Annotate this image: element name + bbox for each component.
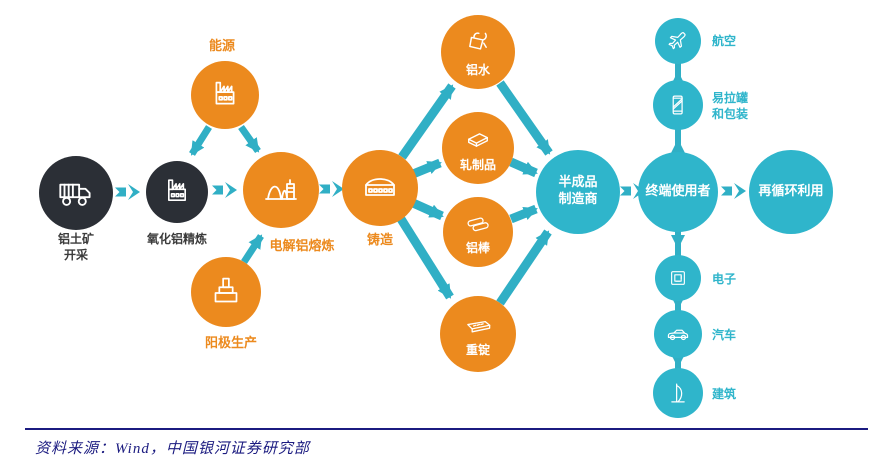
label-line: 开采 bbox=[63, 248, 89, 263]
node-aviation bbox=[655, 18, 701, 64]
sail-building-icon bbox=[671, 383, 685, 403]
node-alumina-refining bbox=[146, 161, 208, 223]
slab-icon bbox=[468, 133, 488, 148]
label-cans-packaging: 易拉罐 和包装 bbox=[712, 90, 748, 122]
foundry-building-icon bbox=[365, 178, 395, 196]
ingot-icon bbox=[467, 321, 491, 333]
label-line: 易拉罐 bbox=[712, 91, 749, 105]
node-recycling: 再循环利用 bbox=[749, 150, 833, 234]
label-aluminum-rods: 铝棒 bbox=[465, 241, 490, 256]
label-rolled-products: 轧制品 bbox=[459, 158, 496, 173]
label-aviation: 航空 bbox=[712, 33, 736, 49]
node-aluminum-rods: 铝棒 bbox=[443, 197, 513, 267]
source-note: 资料来源：Wind，中国银河证券研究部 bbox=[35, 441, 310, 457]
node-ingot: 重锭 bbox=[440, 296, 516, 372]
smelter-icon bbox=[265, 179, 297, 200]
dump-truck-icon bbox=[59, 183, 91, 206]
label-line: 半成品 bbox=[558, 175, 598, 191]
airplane-icon bbox=[668, 32, 686, 50]
label-line: 阳极生产 bbox=[204, 336, 258, 351]
node-end-user: 终端使用者 bbox=[638, 152, 718, 232]
node-automobile bbox=[654, 310, 702, 358]
node-electrolytic-smelting bbox=[243, 152, 319, 228]
label-line: 建筑 bbox=[712, 387, 737, 401]
label-bauxite-mining: 铝土矿 开采 bbox=[58, 231, 94, 263]
pouring-crucible-icon bbox=[469, 32, 487, 50]
label-line: 电解铝熔炼 bbox=[269, 239, 335, 254]
rods-icon bbox=[467, 217, 489, 232]
node-semi-finished-manufacturer: 半成品 制造商 bbox=[536, 150, 620, 234]
node-molten-aluminum: 铝水 bbox=[441, 15, 515, 89]
node-casting bbox=[342, 150, 418, 226]
car-icon bbox=[667, 329, 689, 341]
label-line: 铸造 bbox=[366, 233, 394, 248]
anode-stack-icon bbox=[214, 277, 238, 303]
label-line: 能源 bbox=[208, 39, 236, 54]
node-electronics bbox=[655, 255, 701, 301]
label-semi-finished: 半成品 制造商 bbox=[558, 175, 597, 209]
label-electrolytic-smelting: 电解铝熔炼 bbox=[269, 238, 334, 256]
node-construction bbox=[653, 368, 703, 418]
footer-divider bbox=[25, 428, 868, 430]
label-alumina-refining: 氧化铝精炼 bbox=[147, 231, 207, 247]
label-line: 和包装 bbox=[712, 107, 749, 122]
label-line: 制造商 bbox=[558, 192, 598, 207]
beverage-can-icon bbox=[672, 95, 683, 115]
node-bauxite-mining bbox=[39, 156, 113, 230]
label-casting: 铸造 bbox=[367, 232, 393, 250]
label-ingot: 重锭 bbox=[465, 343, 490, 358]
label-recycling: 再循环利用 bbox=[758, 183, 824, 199]
label-end-user: 终端使用者 bbox=[645, 183, 711, 199]
factory-icon bbox=[168, 179, 186, 201]
label-line: 电子 bbox=[712, 272, 737, 286]
node-rolled-products: 轧制品 bbox=[442, 112, 514, 184]
power-plant-icon bbox=[215, 81, 235, 105]
label-molten-aluminum: 铝水 bbox=[465, 63, 490, 78]
node-cans-packaging bbox=[653, 80, 703, 130]
label-line: 氧化铝精炼 bbox=[146, 232, 208, 246]
label-anode-production: 阳极生产 bbox=[205, 335, 257, 353]
label-energy: 能源 bbox=[209, 38, 235, 56]
label-construction: 建筑 bbox=[712, 386, 736, 402]
label-line: 航空 bbox=[712, 34, 737, 48]
label-line: 汽车 bbox=[712, 328, 737, 342]
label-line: 铝土矿 bbox=[57, 232, 95, 246]
node-energy bbox=[191, 61, 259, 129]
node-anode-production bbox=[191, 257, 261, 327]
label-automobile: 汽车 bbox=[712, 327, 736, 343]
label-electronics: 电子 bbox=[712, 271, 736, 287]
chip-icon bbox=[671, 271, 685, 285]
